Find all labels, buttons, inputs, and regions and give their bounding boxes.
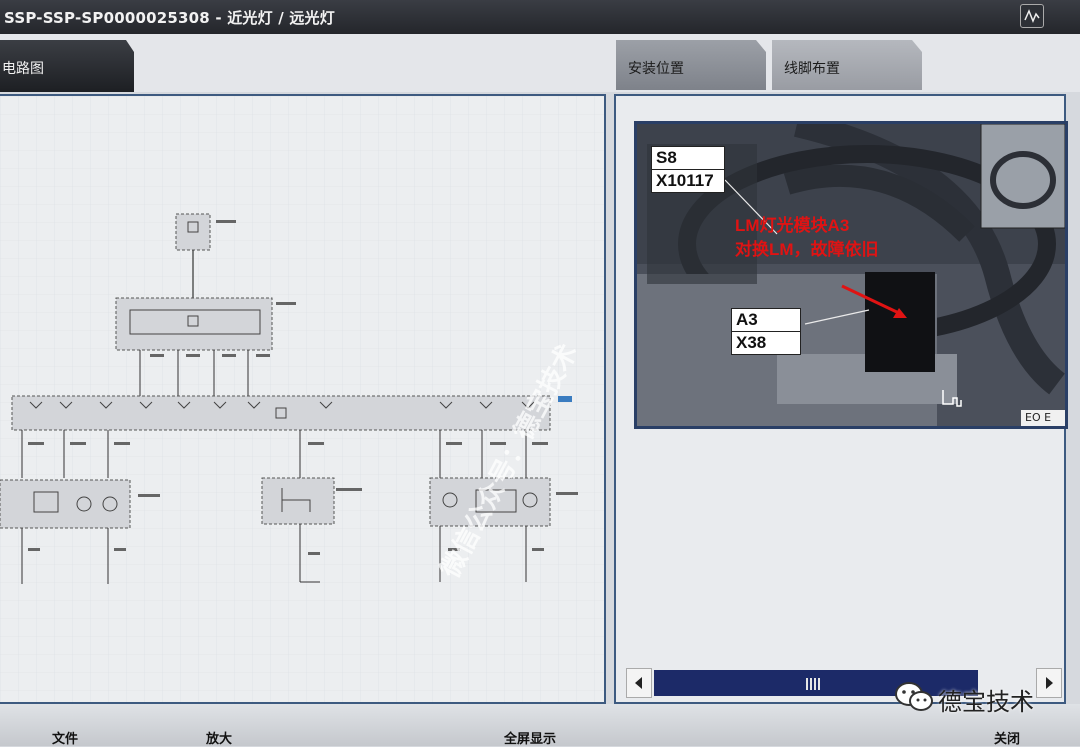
tab-pin-layout[interactable]: 线脚布置 — [772, 40, 922, 90]
circuit-diagram — [0, 96, 604, 702]
annotation-line2: 对换LM，故障依旧 — [735, 240, 879, 259]
connector-id: S8 — [652, 147, 724, 170]
connector-label-a3: A3 X38 — [731, 308, 801, 355]
tab-install-location[interactable]: 安装位置 — [616, 40, 766, 90]
corner-label: EO E — [1021, 410, 1065, 426]
dashboard-image — [637, 124, 1065, 426]
zoom-button[interactable]: 放大 — [206, 732, 233, 747]
triangle-right-icon[interactable] — [1036, 668, 1062, 698]
annotation-line1: LM灯光模块A3 — [735, 216, 850, 235]
wechat-icon — [895, 682, 933, 711]
window-title: SSP-SSP-SP0000025308 - 近光灯 / 远光灯 — [4, 9, 335, 27]
tab-label: 安装位置 — [628, 61, 684, 77]
file-button[interactable]: 文件 — [52, 732, 79, 747]
title-bar: SSP-SSP-SP0000025308 - 近光灯 / 远光灯 — [0, 0, 1080, 34]
connector-label-s8: S8 X10117 — [651, 146, 725, 193]
waveform-icon[interactable] — [1020, 4, 1044, 28]
tab-label: 线脚布置 — [784, 61, 840, 77]
tab-label: 电路图 — [2, 61, 44, 77]
close-button[interactable]: 关闭 — [994, 732, 1021, 747]
brand-watermark: 德宝技术 — [894, 676, 1074, 716]
connector-id: A3 — [732, 309, 800, 332]
fullscreen-button[interactable]: 全屏显示 — [504, 732, 557, 747]
connector-pin: X10117 — [656, 171, 714, 190]
brand-name: 德宝技术 — [938, 688, 1034, 716]
tab-circuit-diagram[interactable]: 电路图 — [0, 40, 134, 92]
triangle-left-icon[interactable] — [626, 668, 652, 698]
bottom-toolbar: 文件 放大 全屏显示 关闭 — [0, 704, 1080, 747]
scroll-thumb-icon[interactable] — [804, 676, 824, 692]
circuit-diagram-panel[interactable]: 微信公众号：德宝技术 — [0, 94, 606, 704]
install-location-panel: S8 X10117 A3 X38 LM灯光模块A3 对换LM，故障依旧 EO E — [614, 94, 1068, 704]
connector-pin: X38 — [736, 333, 767, 352]
installation-photo: S8 X10117 A3 X38 LM灯光模块A3 对换LM，故障依旧 EO E — [634, 121, 1068, 429]
